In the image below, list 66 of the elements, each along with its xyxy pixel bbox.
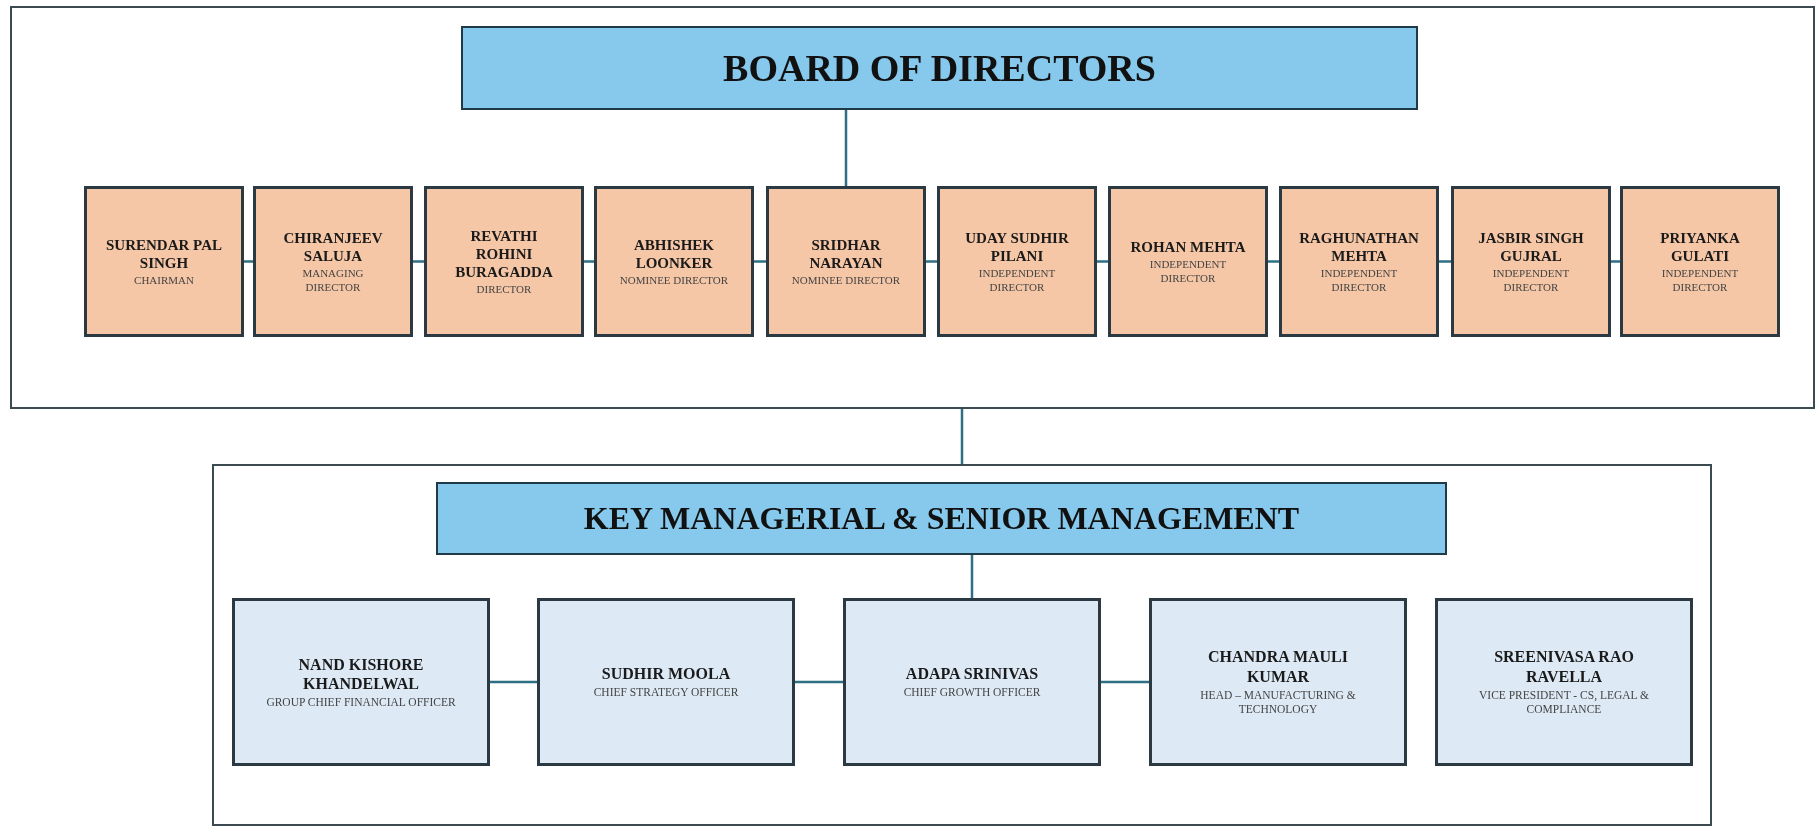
role-title: INDEPENDENT DIRECTOR [1319,266,1399,295]
connector-line [844,110,848,186]
person-box [537,598,795,766]
role-title: GROUP CHIEF FINANCIAL OFFICER [266,695,456,710]
person-box [594,186,754,337]
person-name: REVATHI ROHINI BURAGADDA [454,226,554,281]
connector-line [1268,260,1279,263]
person-name: CHANDRA MAULI KUMAR [1207,647,1349,686]
connector-line [960,409,964,464]
role-title: DIRECTOR [476,282,532,297]
person-box [424,186,584,337]
connector-line [584,260,594,263]
connector-line [413,260,424,263]
person-box [937,186,1097,337]
connector-line [926,260,937,263]
role-title: CHAIRMAN [134,273,194,288]
person-box [1149,598,1407,766]
role-title: HEAD – MANUFACTURING & TECHNOLOGY [1199,687,1357,717]
person-box [1451,186,1611,337]
person-box [232,598,490,766]
connector-line [970,555,974,598]
role-title: NOMINEE DIRECTOR [791,273,901,288]
role-title: INDEPENDENT DIRECTOR [1660,266,1740,295]
person-box [843,598,1101,766]
role-title: INDEPENDENT DIRECTOR [977,266,1057,295]
person-name: CHIRANJEEV SALUJA [282,228,384,265]
person-box [1279,186,1439,337]
role-title: CHIEF GROWTH OFFICER [903,685,1041,700]
connector-line [1439,260,1451,263]
role-title: INDEPENDENT DIRECTOR [1148,257,1228,286]
role-title: CHIEF STRATEGY OFFICER [593,685,739,700]
person-box [253,186,413,337]
connector-line [1101,680,1149,684]
role-title: VICE PRESIDENT - CS, LEGAL & COMPLIANCE [1478,687,1650,717]
person-name: PRIYANKA GULATI [1659,228,1741,265]
person-name: RAGHUNATHAN MEHTA [1299,228,1419,265]
role-title: MANAGING DIRECTOR [301,266,365,295]
connector-line [754,260,766,263]
connector-line [490,680,537,684]
panel-frame [10,6,1815,409]
panel-frame [212,464,1712,826]
header-title: KEY MANAGERIAL & SENIOR MANAGEMENT [583,500,1300,537]
person-name: SRIDHAR NARAYAN [808,235,884,272]
connector-line [1097,260,1108,263]
person-name: SURENDAR PAL SINGH [105,235,223,272]
person-name: NAND KISHORE KHANDELWAL [297,654,425,693]
person-name: SREENIVASA RAO RAVELLA [1493,647,1635,686]
person-name: ADAPA SRINIVAS [905,664,1039,684]
person-box [84,186,244,337]
person-box [766,186,926,337]
person-box [1435,598,1693,766]
person-name: ABHISHEK LOONKER [633,235,715,272]
role-title: NOMINEE DIRECTOR [619,273,729,288]
header-box [461,26,1418,110]
person-name: ROHAN MEHTA [1130,237,1246,256]
header-title: BOARD OF DIRECTORS [723,46,1156,90]
header-box [436,482,1447,555]
person-name: JASBIR SINGH GUJRAL [1477,228,1585,265]
person-name: SUDHIR MOOLA [601,664,731,684]
role-title: INDEPENDENT DIRECTOR [1491,266,1571,295]
person-box [1108,186,1268,337]
connector-line [244,260,253,263]
connector-line [1611,260,1620,263]
connector-line [795,680,843,684]
person-box [1620,186,1780,337]
person-name: UDAY SUDHIR PILANI [964,228,1070,265]
